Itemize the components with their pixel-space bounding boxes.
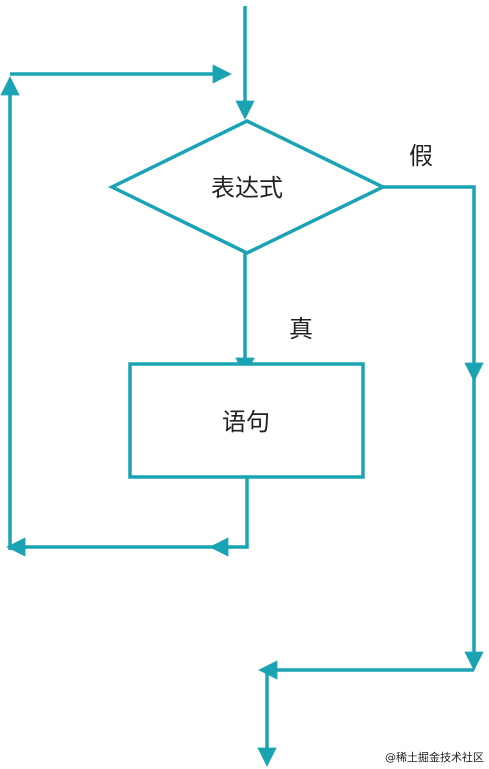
watermark: @稀土掘金技术社区 — [385, 750, 484, 764]
false-branch-arrow-1 — [383, 185, 484, 382]
false-label: 假 — [409, 142, 433, 170]
true-label: 真 — [289, 315, 313, 343]
statement-box — [128, 362, 365, 479]
loop-back-arrow-1 — [209, 477, 249, 557]
condition-diamond — [108, 119, 388, 255]
statement-label: 语句 — [222, 408, 270, 436]
condition-label: 表达式 — [211, 174, 283, 202]
